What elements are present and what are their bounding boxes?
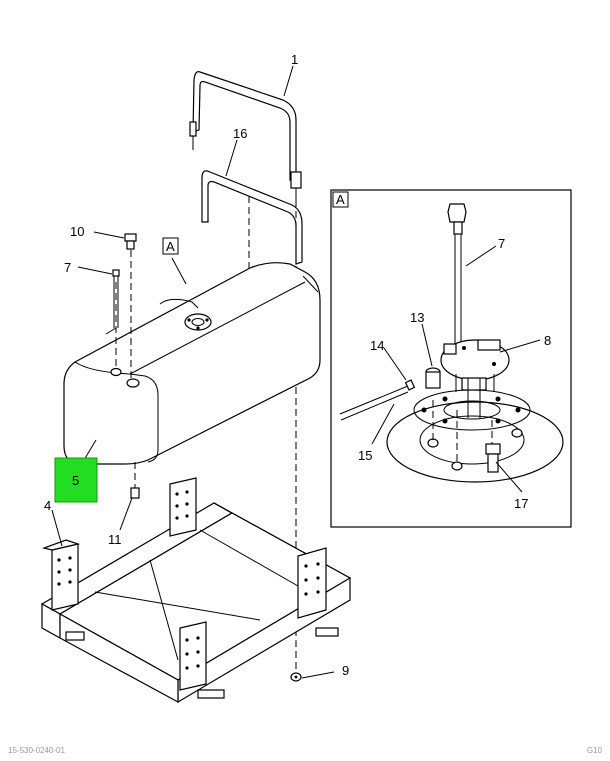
- detail-callout-14[interactable]: 14: [370, 338, 384, 353]
- detail-sender-unit: [440, 339, 510, 418]
- tank-mounting-bracket: [40, 477, 352, 704]
- detail-callout-17[interactable]: 17: [514, 496, 528, 511]
- leader-lines: [51, 65, 335, 679]
- detail-a-panel: [330, 189, 572, 528]
- detail-a-title: A: [336, 192, 345, 207]
- callout-16[interactable]: 16: [233, 126, 247, 141]
- fill-plug: [124, 233, 137, 250]
- detail-elbow-fitting: [425, 367, 441, 389]
- callout-5-highlight[interactable]: 5: [54, 457, 98, 503]
- callout-7[interactable]: 7: [64, 260, 71, 275]
- callout-11[interactable]: 11: [108, 532, 122, 547]
- detail-callout-7[interactable]: 7: [498, 236, 505, 251]
- footer-page-code: G10: [586, 746, 602, 755]
- strap-nut: [290, 672, 302, 682]
- detail-vent-hose: [339, 385, 409, 421]
- callout-1[interactable]: 1: [291, 52, 298, 67]
- fuel-tank-strap-lower: [201, 170, 303, 265]
- fuel-tank-strap-upper: [189, 71, 302, 200]
- callout-9[interactable]: 9: [342, 663, 349, 678]
- detail-callout-13[interactable]: 13: [410, 310, 424, 325]
- detail-drain-fitting: [485, 443, 501, 473]
- vent-tube-fitting: [112, 269, 120, 328]
- detail-callout-8[interactable]: 8: [544, 333, 551, 348]
- callout-4[interactable]: 4: [44, 498, 51, 513]
- footer-figure-id: 15-530-0240-01: [8, 746, 65, 755]
- callout-5[interactable]: 5: [72, 473, 79, 488]
- callout-a-box[interactable]: A: [162, 237, 179, 255]
- detail-pickup-tube: [447, 203, 467, 344]
- callout-10[interactable]: 10: [70, 224, 84, 239]
- callout-a[interactable]: A: [166, 239, 175, 254]
- drain-plug: [130, 487, 140, 499]
- callout-5-box[interactable]: [54, 457, 98, 503]
- fuel-tank: [63, 262, 321, 465]
- detail-callout-15[interactable]: 15: [358, 448, 372, 463]
